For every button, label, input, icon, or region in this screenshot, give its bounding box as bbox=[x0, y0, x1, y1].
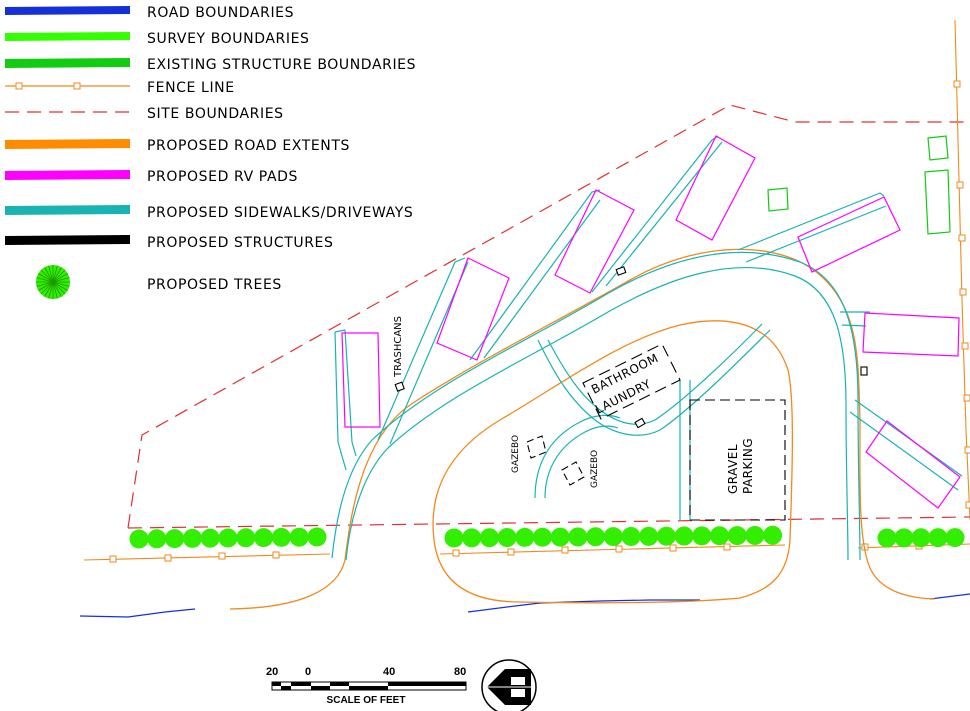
north-arrow-icon bbox=[481, 659, 537, 711]
tree-icon bbox=[182, 528, 202, 548]
scale-tick-80: 80 bbox=[454, 666, 466, 678]
proposed-structures bbox=[394, 266, 868, 521]
label-gravel: GRAVEL bbox=[726, 444, 740, 494]
tree-icon bbox=[568, 527, 588, 547]
tree-icon bbox=[550, 527, 570, 547]
tree-icon bbox=[928, 528, 948, 548]
legend-swatch-fence bbox=[5, 82, 130, 90]
legend-label-survey: SURVEY BOUNDARIES bbox=[147, 31, 310, 47]
rv-pad-3 bbox=[554, 189, 635, 294]
legend-label-fence: FENCE LINE bbox=[147, 80, 235, 96]
existing-structures bbox=[767, 135, 951, 235]
tree-icon bbox=[129, 529, 149, 549]
tree-icon bbox=[894, 528, 914, 548]
legend-swatch-structures bbox=[5, 235, 130, 245]
tree-icon bbox=[586, 527, 606, 547]
rv-pad-1 bbox=[341, 332, 381, 428]
scale-tick-40: 40 bbox=[383, 666, 395, 678]
tree-icon bbox=[710, 526, 729, 546]
tree-icon bbox=[621, 527, 641, 546]
legend-label-road: ROAD BOUNDARIES bbox=[147, 5, 294, 21]
tree-icon bbox=[307, 527, 327, 547]
rv-pad-2 bbox=[436, 257, 510, 361]
legend-label-existing: EXISTING STRUCTURE BOUNDARIES bbox=[147, 57, 416, 73]
legend-label-proposed-road: PROPOSED ROAD EXTENTS bbox=[147, 138, 350, 154]
proposed-trees bbox=[129, 525, 965, 549]
legend-swatch-proposed-road bbox=[5, 139, 130, 149]
label-trashcans: TRASHCANS bbox=[393, 316, 404, 378]
tree-icon bbox=[289, 527, 309, 547]
tree-icon bbox=[165, 529, 185, 549]
tree-icon bbox=[692, 526, 712, 546]
tree-icon bbox=[271, 527, 291, 547]
legend-swatch-survey bbox=[5, 32, 130, 41]
rv-pad-4 bbox=[675, 135, 756, 241]
tree-icon bbox=[674, 526, 694, 546]
tree-icon bbox=[147, 529, 167, 549]
tree-icon bbox=[36, 265, 70, 299]
tree-icon bbox=[639, 526, 659, 546]
rv-pad-6 bbox=[862, 312, 960, 357]
rv-pads bbox=[341, 135, 961, 509]
legend-swatch-existing bbox=[5, 58, 130, 68]
fence-posts bbox=[109, 80, 970, 563]
scale-tick-0: 0 bbox=[305, 666, 311, 678]
legend-label-structures: PROPOSED STRUCTURES bbox=[147, 235, 333, 251]
tree-icon bbox=[911, 528, 931, 548]
tree-icon bbox=[745, 525, 765, 545]
tree-icon bbox=[945, 528, 965, 548]
scale-title: SCALE OF FEET bbox=[327, 695, 406, 706]
site-labels: TRASHCANS BATHROOM LAUNDRY GAZEBO GAZEBO… bbox=[393, 316, 755, 494]
tree-icon bbox=[727, 526, 747, 546]
legend-label-trees: PROPOSED TREES bbox=[147, 277, 282, 293]
scale-tick-20: 20 bbox=[266, 666, 278, 678]
legend-label-site: SITE BOUNDARIES bbox=[147, 106, 284, 122]
tree-icon bbox=[497, 528, 517, 548]
tree-icon bbox=[254, 528, 274, 548]
legend-swatch-sidewalk bbox=[5, 205, 130, 215]
site-boundary bbox=[127, 104, 970, 529]
legend: ROAD BOUNDARIES SURVEY BOUNDARIES EXISTI… bbox=[5, 5, 416, 299]
rv-pad-5 bbox=[797, 196, 901, 273]
legend-label-rv: PROPOSED RV PADS bbox=[147, 169, 298, 185]
road-boundaries bbox=[79, 593, 970, 618]
tree-icon bbox=[533, 527, 552, 547]
tree-icon bbox=[656, 526, 676, 546]
tree-icon bbox=[236, 528, 256, 548]
tree-icon bbox=[763, 525, 783, 545]
tree-icon bbox=[200, 528, 220, 548]
tree-icon bbox=[444, 528, 464, 548]
tree-icon bbox=[218, 528, 238, 548]
label-gazebo-2: GAZEBO bbox=[590, 450, 600, 488]
scale-bar: 20 0 40 80 SCALE OF FEET bbox=[266, 666, 467, 706]
label-parking: PARKING bbox=[741, 438, 755, 494]
tree-icon bbox=[479, 528, 499, 548]
label-gazebo-1: GAZEBO bbox=[511, 435, 521, 473]
legend-swatch-road bbox=[5, 6, 130, 15]
legend-swatch-rv bbox=[5, 170, 130, 180]
tree-icon bbox=[877, 528, 897, 548]
tree-icon bbox=[515, 527, 535, 547]
proposed-road bbox=[229, 248, 936, 610]
tree-icon bbox=[603, 527, 623, 547]
rv-pad-7 bbox=[865, 420, 961, 509]
sidewalks bbox=[331, 135, 963, 561]
tree-icon bbox=[462, 528, 482, 548]
legend-label-sidewalk: PROPOSED SIDEWALKS/DRIVEWAYS bbox=[147, 205, 413, 221]
